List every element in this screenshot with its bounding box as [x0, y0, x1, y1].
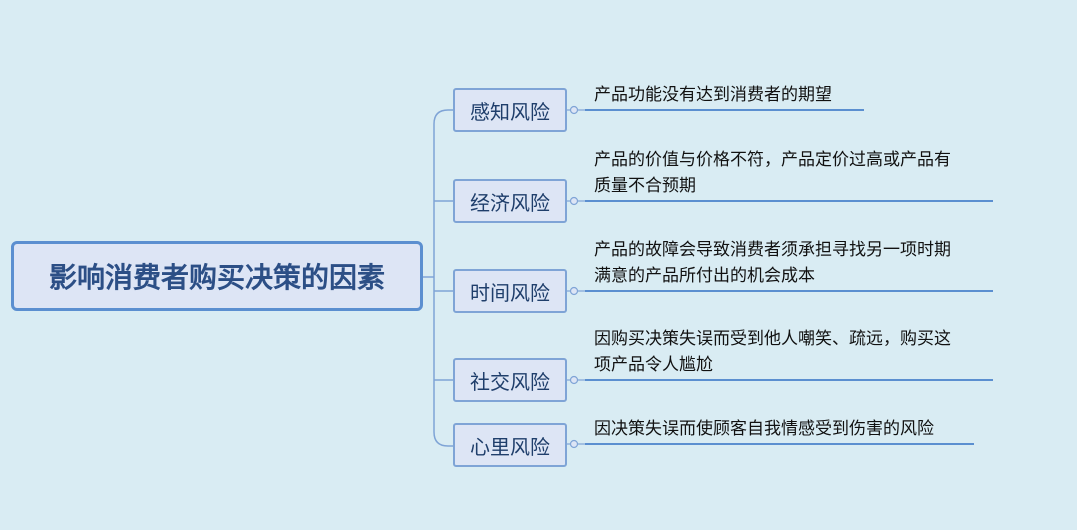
branch-label: 社交风险	[470, 369, 550, 394]
leaf-connector-perception	[567, 105, 585, 115]
branch-label: 心里风险	[470, 434, 550, 459]
leaf-connector-psychological	[567, 439, 585, 449]
branch-time-risk[interactable]: 时间风险	[453, 269, 567, 313]
branch-perceived-risk[interactable]: 感知风险	[453, 88, 567, 132]
trunk-connector	[433, 109, 453, 447]
leaf-detail-economic[interactable]: 产品的价值与价格不符，产品定价过高或产品有 质量不合预期	[594, 150, 951, 196]
leaf-detail-time[interactable]: 产品的故障会导致消费者须承担寻找另一项时期 满意的产品所付出的机会成本	[594, 240, 951, 286]
branch-psychological-risk[interactable]: 心里风险	[453, 423, 567, 467]
root-topic[interactable]: 影响消费者购买决策的因素	[11, 241, 423, 311]
leaf-connector-social	[567, 375, 585, 385]
branch-label: 经济风险	[470, 190, 550, 215]
root-topic-label: 影响消费者购买决策的因素	[48, 261, 385, 294]
branch-social-risk[interactable]: 社交风险	[453, 358, 567, 402]
branch-label: 感知风险	[470, 99, 550, 124]
leaf-detail-social[interactable]: 因购买决策失误而受到他人嘲笑、疏远，购买这 项产品令人尴尬	[594, 329, 951, 375]
leaf-detail-perception[interactable]: 产品功能没有达到消费者的期望	[594, 85, 832, 105]
branch-economic-risk[interactable]: 经济风险	[453, 179, 567, 223]
branch-label: 时间风险	[470, 280, 550, 305]
leaf-connector-economic	[567, 196, 585, 206]
leaf-connector-time	[567, 286, 585, 296]
leaf-detail-psychological[interactable]: 因决策失误而使顾客自我情感受到伤害的风险	[594, 419, 934, 439]
